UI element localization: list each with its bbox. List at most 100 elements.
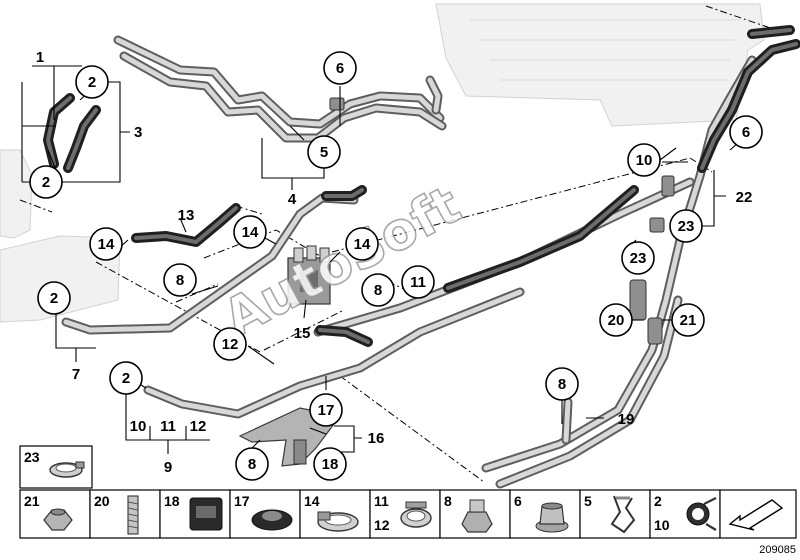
svg-text:23: 23 (630, 250, 647, 267)
svg-text:11: 11 (410, 274, 426, 291)
callout-6-right[interactable]: 6 (729, 115, 763, 149)
callouts: 2 2 6 5 14 14 14 8 8 11 2 12 2 10 6 23 2… (29, 51, 763, 481)
svg-text:5: 5 (584, 493, 592, 509)
svg-text:2: 2 (122, 370, 130, 387)
rubber-mount-icon (189, 497, 223, 531)
hose-10 (443, 185, 639, 293)
hose-12 (315, 325, 373, 347)
callout-10[interactable]: 10 (627, 143, 661, 177)
callout-2-bottom[interactable]: 2 (109, 361, 143, 395)
spring-clip-icon (610, 495, 636, 534)
callout-2-lower[interactable]: 2 (29, 165, 63, 199)
legend-item-8[interactable]: 8 (439, 489, 511, 539)
radiator-ghost-icon (0, 149, 121, 323)
callout-14-right[interactable]: 14 (345, 227, 379, 261)
callout-8-right[interactable]: 8 (545, 367, 579, 401)
callout-21[interactable]: 21 (671, 303, 705, 337)
stud-bolt-icon (127, 495, 139, 535)
label-4: 4 (288, 191, 297, 208)
svg-text:2: 2 (88, 74, 96, 91)
engine-oil-pan-icon (435, 3, 765, 127)
pipe-fittings (329, 97, 675, 345)
legend-item-6[interactable]: 6 (509, 489, 581, 539)
callout-5[interactable]: 5 (307, 135, 341, 169)
callout-2-upper[interactable]: 2 (75, 65, 109, 99)
svg-text:18: 18 (322, 456, 339, 473)
legend-item-21[interactable]: 21 (19, 489, 91, 539)
band-clamp-icon (400, 501, 432, 528)
svg-text:14: 14 (354, 236, 371, 253)
svg-text:17: 17 (234, 493, 250, 509)
label-9-sub-12: 12 (190, 418, 207, 435)
svg-text:10: 10 (636, 152, 653, 169)
svg-text:6: 6 (514, 493, 522, 509)
svg-text:8: 8 (374, 282, 382, 299)
svg-text:14: 14 (242, 224, 259, 241)
callout-14-left[interactable]: 14 (89, 227, 123, 261)
svg-text:11: 11 (374, 493, 389, 509)
callout-11[interactable]: 11 (401, 265, 435, 299)
callout-8-left[interactable]: 8 (163, 263, 197, 297)
hose-3 (43, 93, 101, 173)
label-19: 19 (618, 411, 635, 428)
svg-text:20: 20 (608, 312, 625, 329)
svg-text:12: 12 (222, 336, 239, 353)
legend-item-23[interactable]: 23 (19, 445, 93, 489)
callout-8-bottom[interactable]: 8 (235, 447, 269, 481)
svg-text:18: 18 (164, 493, 180, 509)
valve-block-15 (287, 245, 331, 305)
callout-23-lower[interactable]: 23 (621, 241, 655, 275)
svg-text:21: 21 (680, 312, 697, 329)
flange-nut-icon (535, 502, 569, 533)
callout-23-upper[interactable]: 23 (669, 209, 703, 243)
callout-6-top[interactable]: 6 (323, 51, 357, 85)
svg-text:23: 23 (678, 218, 695, 235)
svg-text:12: 12 (374, 517, 390, 533)
callout-8-center[interactable]: 8 (361, 273, 395, 307)
svg-text:23: 23 (24, 449, 40, 465)
svg-text:14: 14 (304, 493, 320, 509)
svg-text:10: 10 (654, 517, 670, 533)
svg-text:8: 8 (444, 493, 452, 509)
callout-2-left[interactable]: 2 (37, 281, 71, 315)
legend-item-20[interactable]: 20 (89, 489, 161, 539)
legend-item-2-10[interactable]: 2 10 (649, 489, 721, 539)
hose-upper-short (321, 185, 367, 201)
svg-text:2: 2 (42, 174, 50, 191)
spring-clamp-icon (686, 497, 717, 531)
svg-text:17: 17 (318, 402, 335, 419)
callout-20[interactable]: 20 (599, 303, 633, 337)
legend-item-5[interactable]: 5 (579, 489, 651, 539)
legend-item-arrow[interactable] (719, 489, 797, 539)
label-7: 7 (72, 366, 80, 383)
callout-12[interactable]: 12 (213, 327, 247, 361)
svg-text:6: 6 (742, 124, 750, 141)
worm-clamp-icon (317, 511, 359, 532)
label-15: 15 (294, 325, 311, 342)
label-16: 16 (368, 430, 385, 447)
collar-nut-icon (461, 499, 493, 533)
svg-text:14: 14 (98, 236, 115, 253)
svg-text:6: 6 (336, 60, 344, 77)
legend-item-18[interactable]: 18 (159, 489, 231, 539)
hose-13 (131, 203, 241, 247)
label-9-sub-10: 10 (130, 418, 147, 435)
callout-17[interactable]: 17 (309, 393, 343, 427)
hose-clamp-icon (49, 461, 85, 478)
diagram-id: 209085 (759, 544, 796, 556)
legend-item-17[interactable]: 17 (229, 489, 301, 539)
svg-text:2: 2 (50, 290, 58, 307)
svg-text:2: 2 (654, 493, 662, 509)
svg-text:8: 8 (176, 272, 184, 289)
pipe-assembly-4 (113, 35, 447, 143)
legend-item-11-12[interactable]: 11 12 (369, 489, 441, 539)
pipe-9 (143, 287, 525, 419)
callout-18[interactable]: 18 (313, 447, 347, 481)
grommet-icon (251, 509, 293, 531)
svg-text:8: 8 (248, 456, 256, 473)
legend-item-14[interactable]: 14 (299, 489, 371, 539)
label-13: 13 (178, 207, 195, 224)
hex-nut-icon (43, 508, 73, 531)
callout-14-middle[interactable]: 14 (233, 215, 267, 249)
